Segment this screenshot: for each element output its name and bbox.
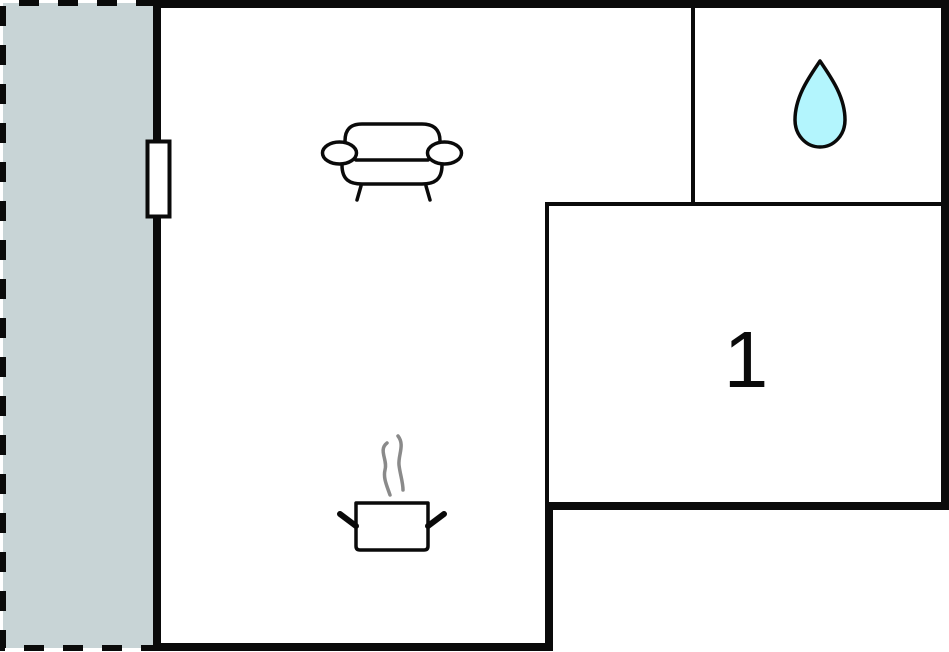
sofa-icon (320, 122, 464, 202)
bedroom-number-label: 1 (724, 315, 769, 404)
terrace-area (0, 0, 156, 651)
door-icon (145, 139, 172, 219)
water-drop-icon (793, 59, 847, 149)
cooking-pot-icon (337, 434, 447, 552)
interior (157, 4, 945, 647)
interior-walls (545, 4, 945, 506)
